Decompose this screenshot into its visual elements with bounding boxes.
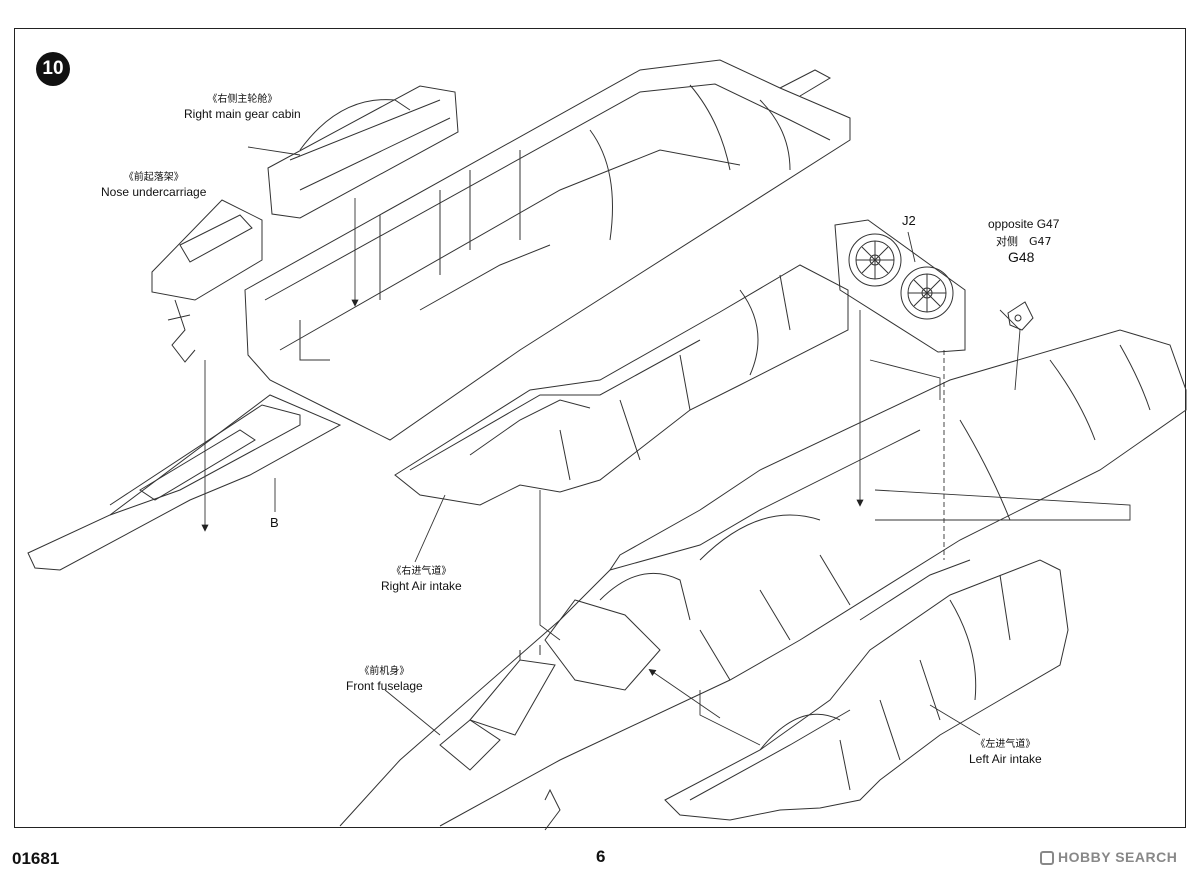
label-en: Nose undercarriage [101, 185, 207, 199]
label-cn: 《右进气道》 [391, 566, 452, 577]
engine-face-part-j2 [834, 219, 966, 353]
part-opposite-g47-label: opposite G47 [988, 217, 1060, 231]
label-en: Front fuselage [346, 679, 423, 693]
lower-fuselage-part-b [27, 394, 342, 571]
label-en: Right main gear cabin [184, 107, 301, 121]
label-front-fuselage: 《前机身》 Front fuselage [346, 664, 423, 694]
right-main-gear-cabin-part [267, 85, 459, 219]
small-part-g48 [1007, 301, 1034, 331]
label-cn: 《左进气道》 [975, 739, 1036, 750]
assembled-fuselage-part [339, 329, 1187, 831]
label-cn: 《前起落架》 [123, 172, 184, 183]
part-b-label: B [270, 515, 279, 530]
nose-undercarriage-part [151, 199, 263, 363]
part-g48-label: G48 [1008, 249, 1035, 265]
label-en: Right Air intake [381, 579, 462, 593]
page-number: 6 [596, 847, 606, 866]
label-cn: 《右侧主轮舱》 [207, 94, 278, 105]
brand-text: HOBBY SEARCH [1058, 849, 1178, 865]
right-air-intake-part [394, 264, 849, 506]
product-code: 01681 [12, 849, 60, 868]
left-air-intake-part [664, 559, 1069, 821]
part-opposite-g47-cn-label: 对侧 G47 [996, 235, 1052, 248]
fuselage-half-part [244, 59, 851, 441]
brand-watermark: HOBBY SEARCH [1040, 849, 1177, 865]
label-en: Left Air intake [969, 752, 1042, 766]
brand-logo-icon [1040, 851, 1054, 865]
instruction-frame [14, 28, 1186, 828]
label-right-main-gear-cabin: 《右侧主轮舱》 Right main gear cabin [184, 92, 301, 122]
label-cn: 《前机身》 [359, 666, 410, 677]
part-j2-label: J2 [902, 213, 916, 228]
label-left-air-intake: 《左进气道》 Left Air intake [969, 737, 1042, 767]
label-right-air-intake: 《右进气道》 Right Air intake [381, 564, 462, 594]
label-nose-undercarriage: 《前起落架》 Nose undercarriage [101, 170, 206, 200]
step-number-badge: 10 [36, 52, 70, 86]
